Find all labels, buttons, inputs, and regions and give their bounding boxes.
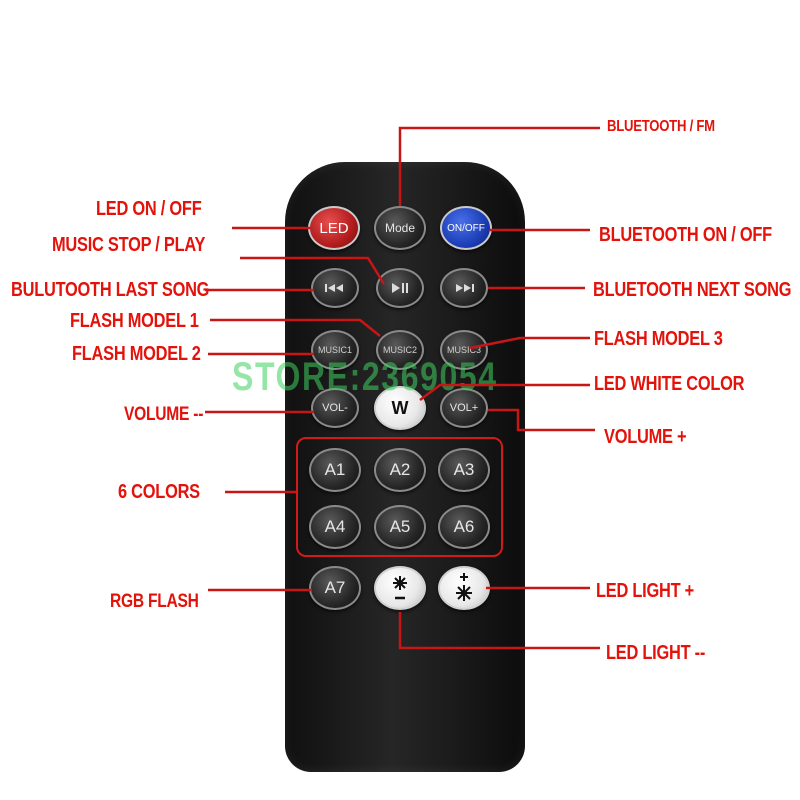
volume-up-button[interactable]: VOL+	[440, 388, 488, 428]
color-a2-button[interactable]: A2	[374, 448, 426, 492]
white-button[interactable]: W	[374, 386, 426, 430]
store-watermark: STORE:2369054	[232, 355, 498, 399]
color-a1-button[interactable]: A1	[309, 448, 361, 492]
color-a3-button[interactable]: A3	[438, 448, 490, 492]
mode-button[interactable]: Mode	[374, 206, 426, 250]
label-volume-plus: VOLUME +	[604, 426, 687, 448]
label-music-stop-play: MUSIC STOP / PLAY	[52, 234, 206, 256]
label-last-song: BULUTOOTH LAST SONG	[11, 279, 210, 301]
label-led-on-off: LED ON / OFF	[96, 198, 202, 220]
light-up-button[interactable]	[438, 566, 490, 610]
sun-plus-icon	[456, 573, 472, 601]
color-a4-button[interactable]: A4	[309, 505, 361, 549]
music2-button[interactable]: MUSIC2	[376, 330, 424, 370]
label-flash-model-2: FLASH MODEL 2	[72, 343, 201, 365]
label-six-colors: 6 COLORS	[118, 481, 200, 503]
color-a6-button[interactable]: A6	[438, 505, 490, 549]
rgb-flash-a7-button[interactable]: A7	[309, 566, 361, 610]
label-bluetooth-on-off: BLUETOOTH ON / OFF	[599, 224, 772, 246]
color-buttons-frame	[296, 437, 503, 557]
label-bluetooth-fm: BLUETOOTH / FM	[607, 118, 715, 135]
label-led-light-plus: LED LIGHT +	[596, 580, 694, 602]
label-flash-model-3: FLASH MODEL 3	[594, 328, 723, 350]
label-flash-model-1: FLASH MODEL 1	[70, 310, 199, 332]
color-a5-button[interactable]: A5	[374, 505, 426, 549]
next-track-button[interactable]	[440, 268, 488, 308]
previous-track-icon	[325, 284, 343, 292]
previous-track-button[interactable]	[311, 268, 359, 308]
next-track-icon	[456, 284, 474, 292]
label-rgb-flash: RGB FLASH	[110, 591, 199, 612]
music3-button[interactable]: MUSIC3	[440, 330, 488, 370]
volume-down-button[interactable]: VOL-	[311, 388, 359, 428]
led-button[interactable]: LED	[308, 206, 360, 250]
label-volume-minus: VOLUME --	[124, 404, 204, 425]
light-down-button[interactable]	[374, 566, 426, 610]
label-next-song: BLUETOOTH NEXT SONG	[593, 279, 792, 301]
music1-button[interactable]: MUSIC1	[311, 330, 359, 370]
sun-minus-icon	[393, 576, 407, 600]
label-led-white-color: LED WHITE COLOR	[594, 373, 745, 395]
play-pause-button[interactable]	[376, 268, 424, 308]
play-pause-icon	[392, 283, 408, 293]
on-off-button[interactable]: ON/OFF	[440, 206, 492, 250]
label-led-light-minus: LED LIGHT --	[606, 642, 706, 664]
